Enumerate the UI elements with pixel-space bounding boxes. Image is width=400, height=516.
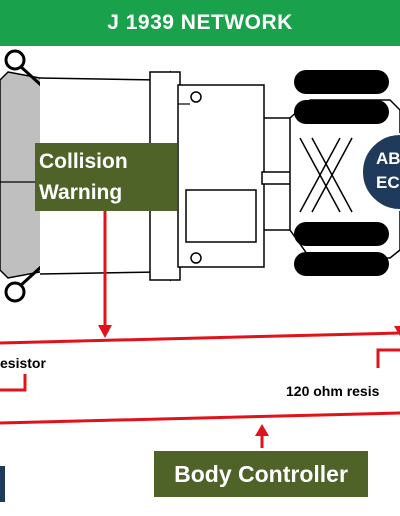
network-title: J 1939 NETWORK bbox=[107, 11, 293, 34]
collision-warning-label-line1: Collision bbox=[39, 150, 128, 173]
abs-label-line2: EC bbox=[376, 173, 400, 192]
abs-ecu-circle bbox=[361, 133, 400, 211]
body-controller-label: Body Controller bbox=[174, 461, 348, 487]
collision-warning-module: Collision Warning bbox=[35, 143, 177, 211]
left-module-edge bbox=[0, 466, 5, 502]
left-terminating-resistor-label: esistor bbox=[0, 355, 46, 371]
network-bus bbox=[0, 200, 400, 448]
collision-warning-label-line2: Warning bbox=[39, 181, 123, 204]
body-controller-module: Body Controller bbox=[154, 451, 368, 497]
front-bumper bbox=[0, 49, 51, 303]
bus-arrowheads bbox=[98, 325, 400, 436]
rear-tires bbox=[294, 70, 389, 276]
abs-ecu-label: AB EC bbox=[376, 147, 400, 195]
right-terminating-resistor-label: 120 ohm resis bbox=[286, 383, 380, 399]
abs-label-line1: AB bbox=[376, 149, 400, 168]
network-title-banner: J 1939 NETWORK bbox=[0, 0, 400, 46]
